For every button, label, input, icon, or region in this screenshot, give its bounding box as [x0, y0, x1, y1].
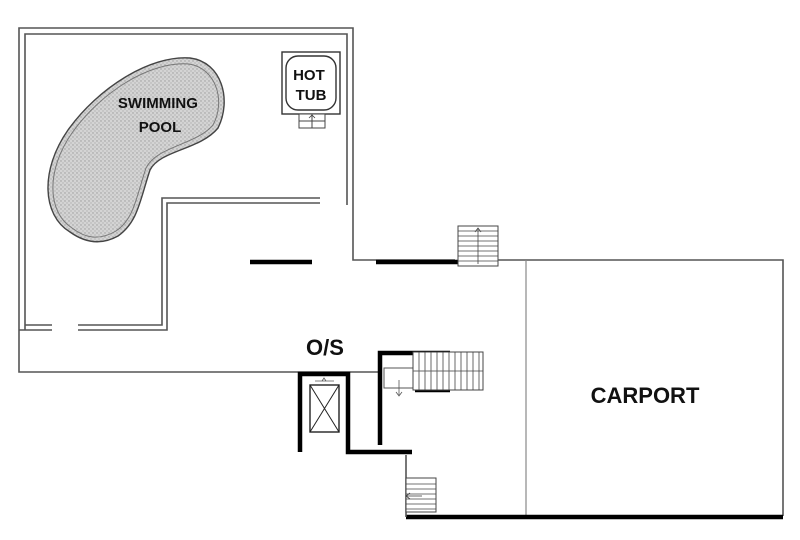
- lower-walkway: [18, 330, 378, 373]
- carport-boundary: [406, 259, 784, 520]
- pool-label: SWIMMING POOL: [118, 95, 202, 136]
- hot-tub: HOT TUB: [281, 51, 341, 129]
- interior-stair: [377, 350, 484, 445]
- os-closet: O/S: [297, 335, 412, 455]
- lower-stairs: [405, 477, 437, 513]
- pool-label-line1: SWIMMING: [118, 95, 198, 112]
- carport-label: CARPORT: [591, 383, 700, 408]
- hot-tub-label: HOT TUB: [293, 67, 329, 104]
- hot-tub-label-line2: TUB: [296, 87, 327, 104]
- upper-stairs: [457, 225, 499, 267]
- pool-label-line2: POOL: [139, 119, 182, 136]
- os-label: O/S: [306, 335, 344, 360]
- hot-tub-step: [298, 113, 326, 129]
- swimming-pool: SWIMMING POOL: [47, 57, 225, 243]
- hot-tub-label-line1: HOT: [293, 67, 325, 84]
